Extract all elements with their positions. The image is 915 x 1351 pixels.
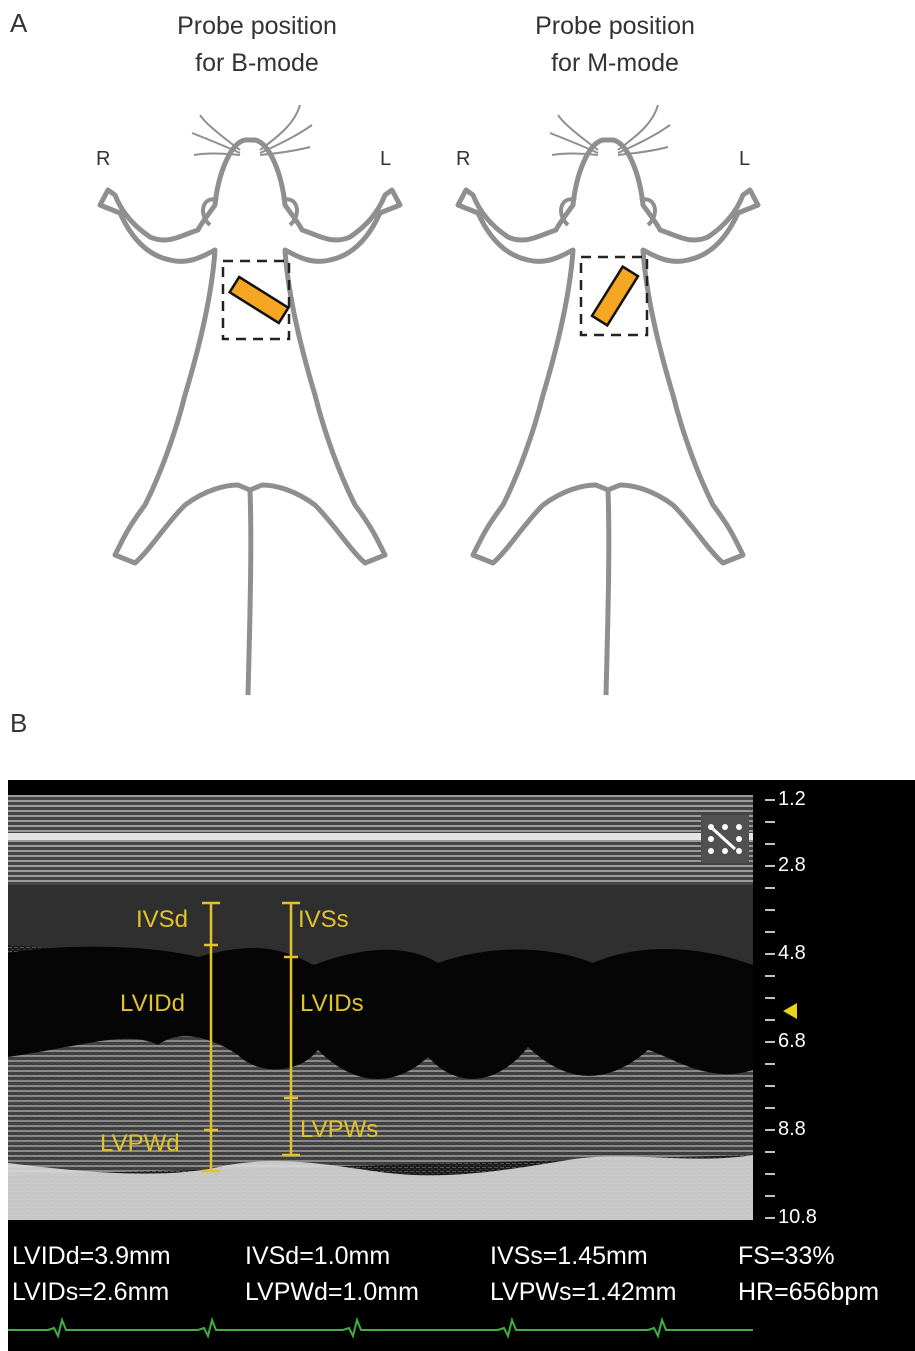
mouse-tail — [606, 490, 609, 695]
mmode-title: Probe position for M-mode — [465, 8, 765, 82]
depth-label-5: 8.8 — [778, 1118, 806, 1141]
ivss-label: IVSs — [298, 906, 349, 934]
lvpws-measurement: LVPWs=1.42mm — [490, 1278, 676, 1307]
mmode-title-line1: Probe position — [465, 8, 765, 45]
lvidd-label: LVIDd — [120, 990, 185, 1018]
settings-icon — [701, 815, 749, 863]
bmode-title-line2: for B-mode — [107, 45, 407, 82]
mouse-mmode-illustration — [448, 95, 768, 725]
bmode-title: Probe position for B-mode — [107, 8, 407, 82]
lvids-label: LVIDs — [300, 990, 364, 1018]
depth-label-2: 2.8 — [778, 854, 806, 877]
chest-wall-bright-line — [8, 833, 753, 840]
bmode-title-line1: Probe position — [107, 8, 407, 45]
depth-scale-ticks — [763, 795, 777, 1220]
panel-b-label: B — [10, 708, 27, 739]
ivss-measurement: IVSs=1.45mm — [490, 1242, 648, 1271]
lvids-measurement: LVIDs=2.6mm — [12, 1278, 169, 1307]
lvpwd-measurement: LVPWd=1.0mm — [245, 1278, 419, 1307]
lvidd-measurement: LVIDd=3.9mm — [12, 1242, 171, 1271]
mmode-title-line2: for M-mode — [465, 45, 765, 82]
depth-label-1: 1.2 — [778, 788, 806, 811]
depth-label-3: 4.8 — [778, 942, 806, 965]
ecg-trace — [8, 1316, 758, 1346]
lvpwd-label: LVPWd — [100, 1130, 180, 1158]
m-mode-echo-panel: IVSd LVIDd LVPWd IVSs LVIDs LVPWs 1.2 2.… — [8, 780, 915, 1351]
lvpws-label: LVPWs — [300, 1116, 378, 1144]
focus-marker-icon — [781, 1001, 799, 1021]
ivsd-label: IVSd — [136, 906, 188, 934]
ivsd-measurement: IVSd=1.0mm — [245, 1242, 390, 1271]
panel-a-label: A — [10, 8, 27, 39]
mouse-tail — [248, 490, 251, 695]
fs-measurement: FS=33% — [738, 1242, 835, 1271]
depth-label-6: 10.8 — [778, 1206, 817, 1229]
hr-measurement: HR=656bpm — [738, 1278, 879, 1307]
depth-label-4: 6.8 — [778, 1030, 806, 1053]
mouse-bmode-illustration — [90, 95, 410, 725]
